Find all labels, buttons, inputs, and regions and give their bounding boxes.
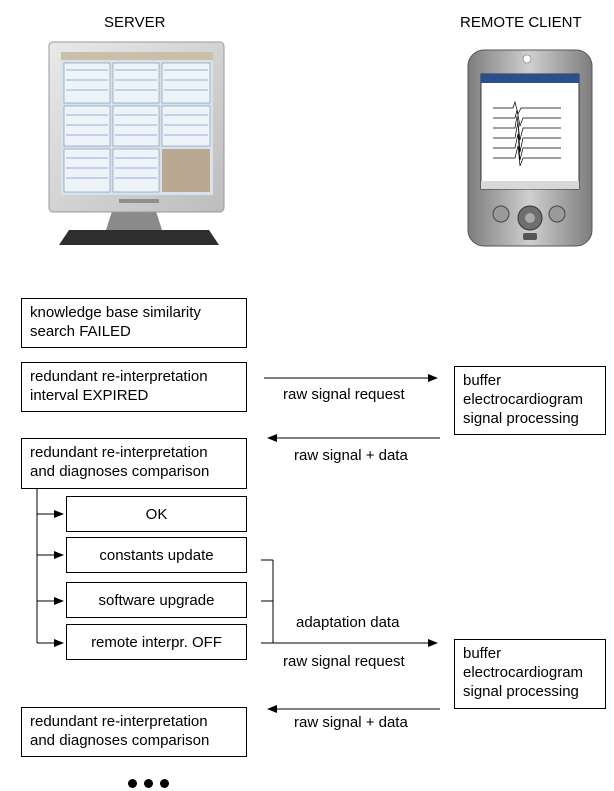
label-raw-data-1: raw signal + data [294,447,408,464]
constants-update-box: constants update [66,537,247,573]
kb-failed-box: knowledge base similarity search FAILED [21,298,247,348]
remote-interpr-off-box: remote interpr. OFF [66,624,247,660]
pda-device-image [467,49,593,247]
label-raw-request-1: raw signal request [283,386,405,403]
client-processing-box-2: buffer electrocardiogram signal processi… [454,639,606,709]
label-raw-data-2: raw signal + data [294,714,408,731]
comparison-box-1: redundant re-interpretation and diagnose… [21,438,247,489]
server-monitor-image [48,41,225,245]
continuation-ellipsis [124,776,174,790]
server-header: SERVER [104,14,166,31]
comparison-box-2: redundant re-interpretation and diagnose… [21,707,247,757]
interval-expired-box: redundant re-interpretation interval EXP… [21,362,247,412]
software-upgrade-box: software upgrade [66,582,247,618]
ok-box: OK [66,496,247,532]
client-processing-box-1: buffer electrocardiogram signal processi… [454,366,606,435]
label-raw-request-2: raw signal request [283,653,405,670]
label-adaptation-data: adaptation data [296,614,400,631]
remote-client-header: REMOTE CLIENT [460,14,582,31]
